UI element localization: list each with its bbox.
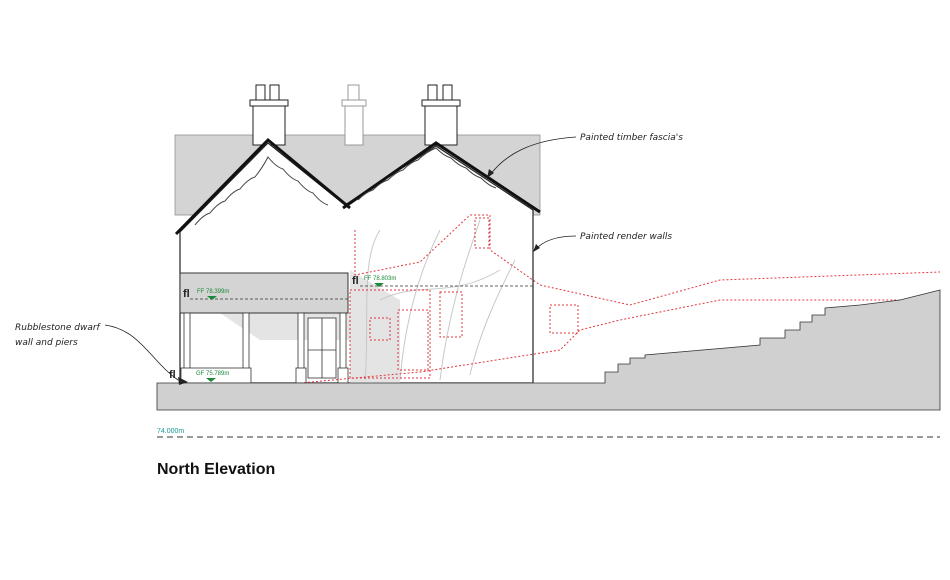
fascia-right <box>342 141 541 214</box>
creeper <box>364 219 516 381</box>
ff-right-marker <box>374 283 384 287</box>
gf-symbol: fl <box>169 369 176 381</box>
drawing-title: North Elevation <box>157 461 275 478</box>
annotation-render: Painted render walls <box>580 232 672 242</box>
bargeboard-right <box>357 147 497 201</box>
arrow-render <box>533 244 540 252</box>
porch-columns <box>180 312 349 384</box>
ff-left-label: FF 78.399m <box>197 289 229 295</box>
leader-fascia <box>489 136 577 176</box>
gf-marker <box>206 378 216 382</box>
chimney-right <box>421 84 461 146</box>
proposed-outline <box>299 214 941 384</box>
fascia-left <box>174 137 351 236</box>
annotation-rubble-1: Rubblestone dwarf <box>15 323 102 333</box>
porch-door <box>307 317 337 379</box>
datum-label: 74.000m <box>157 428 184 435</box>
chimney-left <box>249 84 289 146</box>
leader-render <box>534 235 577 251</box>
porch-roof <box>179 272 349 314</box>
ff-left-marker <box>207 296 217 300</box>
leader-rubble <box>104 324 179 381</box>
ff-right-symbol: fl <box>352 275 359 287</box>
arrow-rubble <box>178 377 188 385</box>
ff-right-label: FF 78.803m <box>364 276 396 282</box>
chimney-middle <box>341 84 367 146</box>
arrow-fascia <box>487 169 494 178</box>
annotation-fascia: Painted timber fascia's <box>580 133 683 143</box>
ff-left-symbol: fl <box>183 288 190 300</box>
annotation-rubble-2: wall and piers <box>15 338 78 348</box>
ground <box>156 289 941 411</box>
gf-label: GF 75.789m <box>196 371 229 377</box>
bargeboard-left <box>194 156 329 226</box>
